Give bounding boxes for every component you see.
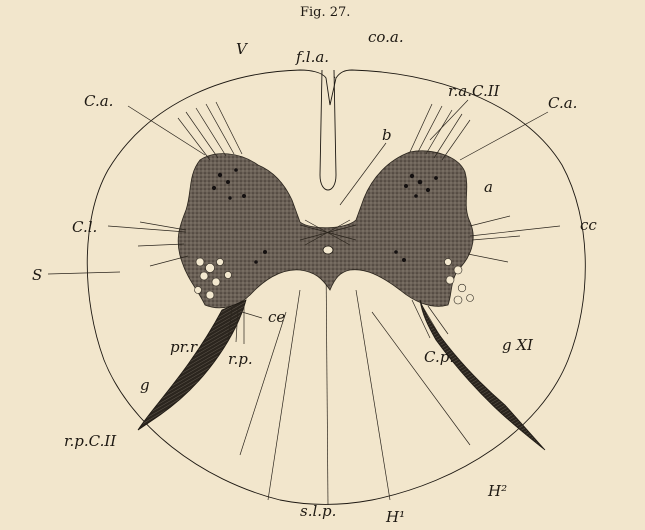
label-a: a <box>484 178 493 196</box>
posterior-median-septum <box>326 260 328 505</box>
label-cp: C.p. <box>424 348 454 366</box>
label-slp: s.l.p. <box>300 502 336 520</box>
label-g: g <box>140 376 150 394</box>
anterior-root-fibers-left <box>178 102 242 160</box>
label-H2: H² <box>487 482 507 500</box>
label-raCII: r.a.C.II <box>448 82 501 100</box>
label-b: b <box>382 126 392 144</box>
label-V: V <box>236 40 249 58</box>
label-S: S <box>32 266 42 284</box>
label-prr: pr.r. <box>170 338 200 356</box>
label-fla: f.l.a. <box>295 48 329 66</box>
label-ca-left: C.a. <box>84 92 113 110</box>
label-coa: co.a. <box>368 28 404 46</box>
label-rpCII: r.p.C.II <box>64 432 117 450</box>
leader-lines <box>48 76 560 318</box>
label-cc: cc <box>580 216 597 234</box>
label-H1: H¹ <box>385 508 405 526</box>
label-cl: C.l. <box>72 218 97 236</box>
label-gXI: g XI <box>502 336 534 354</box>
label-ca-right: C.a. <box>548 94 577 112</box>
cord-outline <box>87 70 585 505</box>
posterior-horn-right <box>420 300 545 450</box>
grey-matter <box>178 151 473 308</box>
central-canal <box>323 246 333 254</box>
figure-title: Fig. 27. <box>300 5 350 20</box>
label-ce: ce <box>268 308 285 326</box>
label-rp: r.p. <box>228 350 253 368</box>
